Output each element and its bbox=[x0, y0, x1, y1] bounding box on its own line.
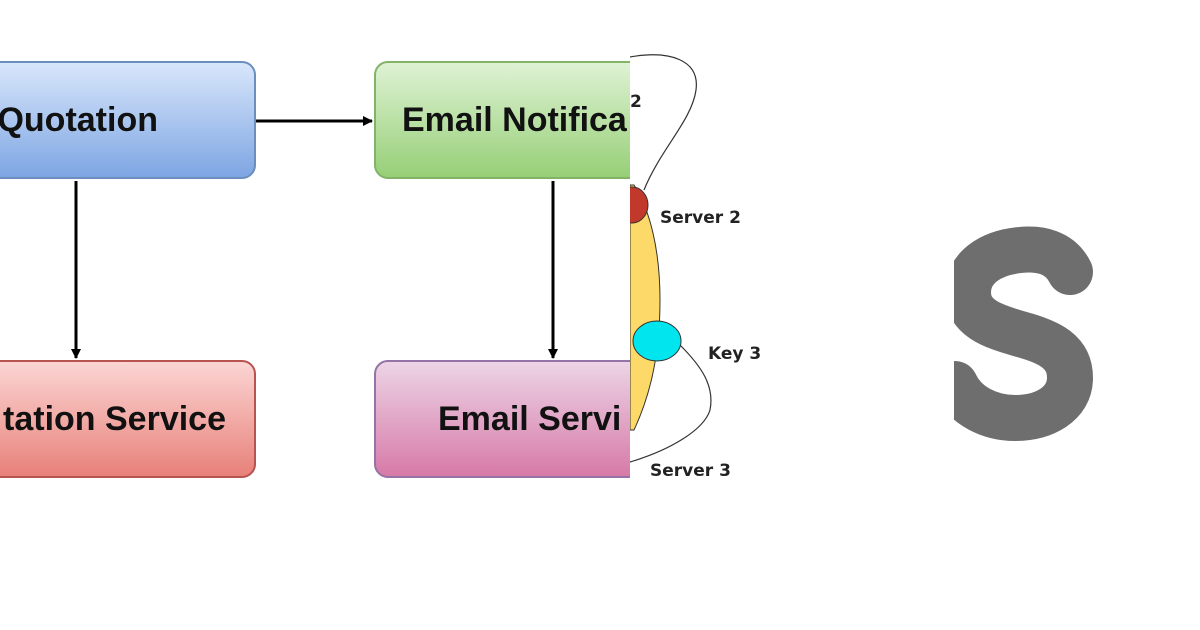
server-3-label: Server 3 bbox=[650, 461, 731, 481]
hash-ring-arc bbox=[630, 184, 661, 431]
email-service-box: Email Servi bbox=[374, 360, 630, 478]
flowchart-panel: Quotation Email Notifica tation Service … bbox=[0, 61, 630, 478]
hash-ring-panel: 2 Server 2 Key 3 Server 3 bbox=[630, 0, 920, 630]
email-service-box-label: Email Servi bbox=[438, 399, 622, 438]
server-2-node bbox=[630, 186, 649, 224]
connector-curve-key3 bbox=[630, 344, 712, 463]
logo-panel bbox=[920, 0, 1200, 630]
server-2-label: Server 2 bbox=[660, 208, 741, 228]
flowchart-arrows bbox=[71, 116, 558, 359]
key-3-node bbox=[632, 320, 682, 362]
quotation-service-box: tation Service bbox=[0, 360, 256, 478]
email-notification-box: Email Notifica bbox=[374, 61, 630, 179]
connector-curve-top bbox=[630, 54, 697, 191]
quotation-box-label: Quotation bbox=[0, 100, 158, 139]
s-logo-icon bbox=[920, 0, 1093, 630]
quotation-service-box-label: tation Service bbox=[3, 399, 226, 438]
email-notification-box-label: Email Notifica bbox=[402, 100, 627, 139]
hash-ring-diagram bbox=[630, 54, 712, 463]
clipped-label-2: 2 bbox=[630, 92, 642, 112]
key-3-label: Key 3 bbox=[708, 344, 762, 364]
quotation-box: Quotation bbox=[0, 61, 256, 179]
